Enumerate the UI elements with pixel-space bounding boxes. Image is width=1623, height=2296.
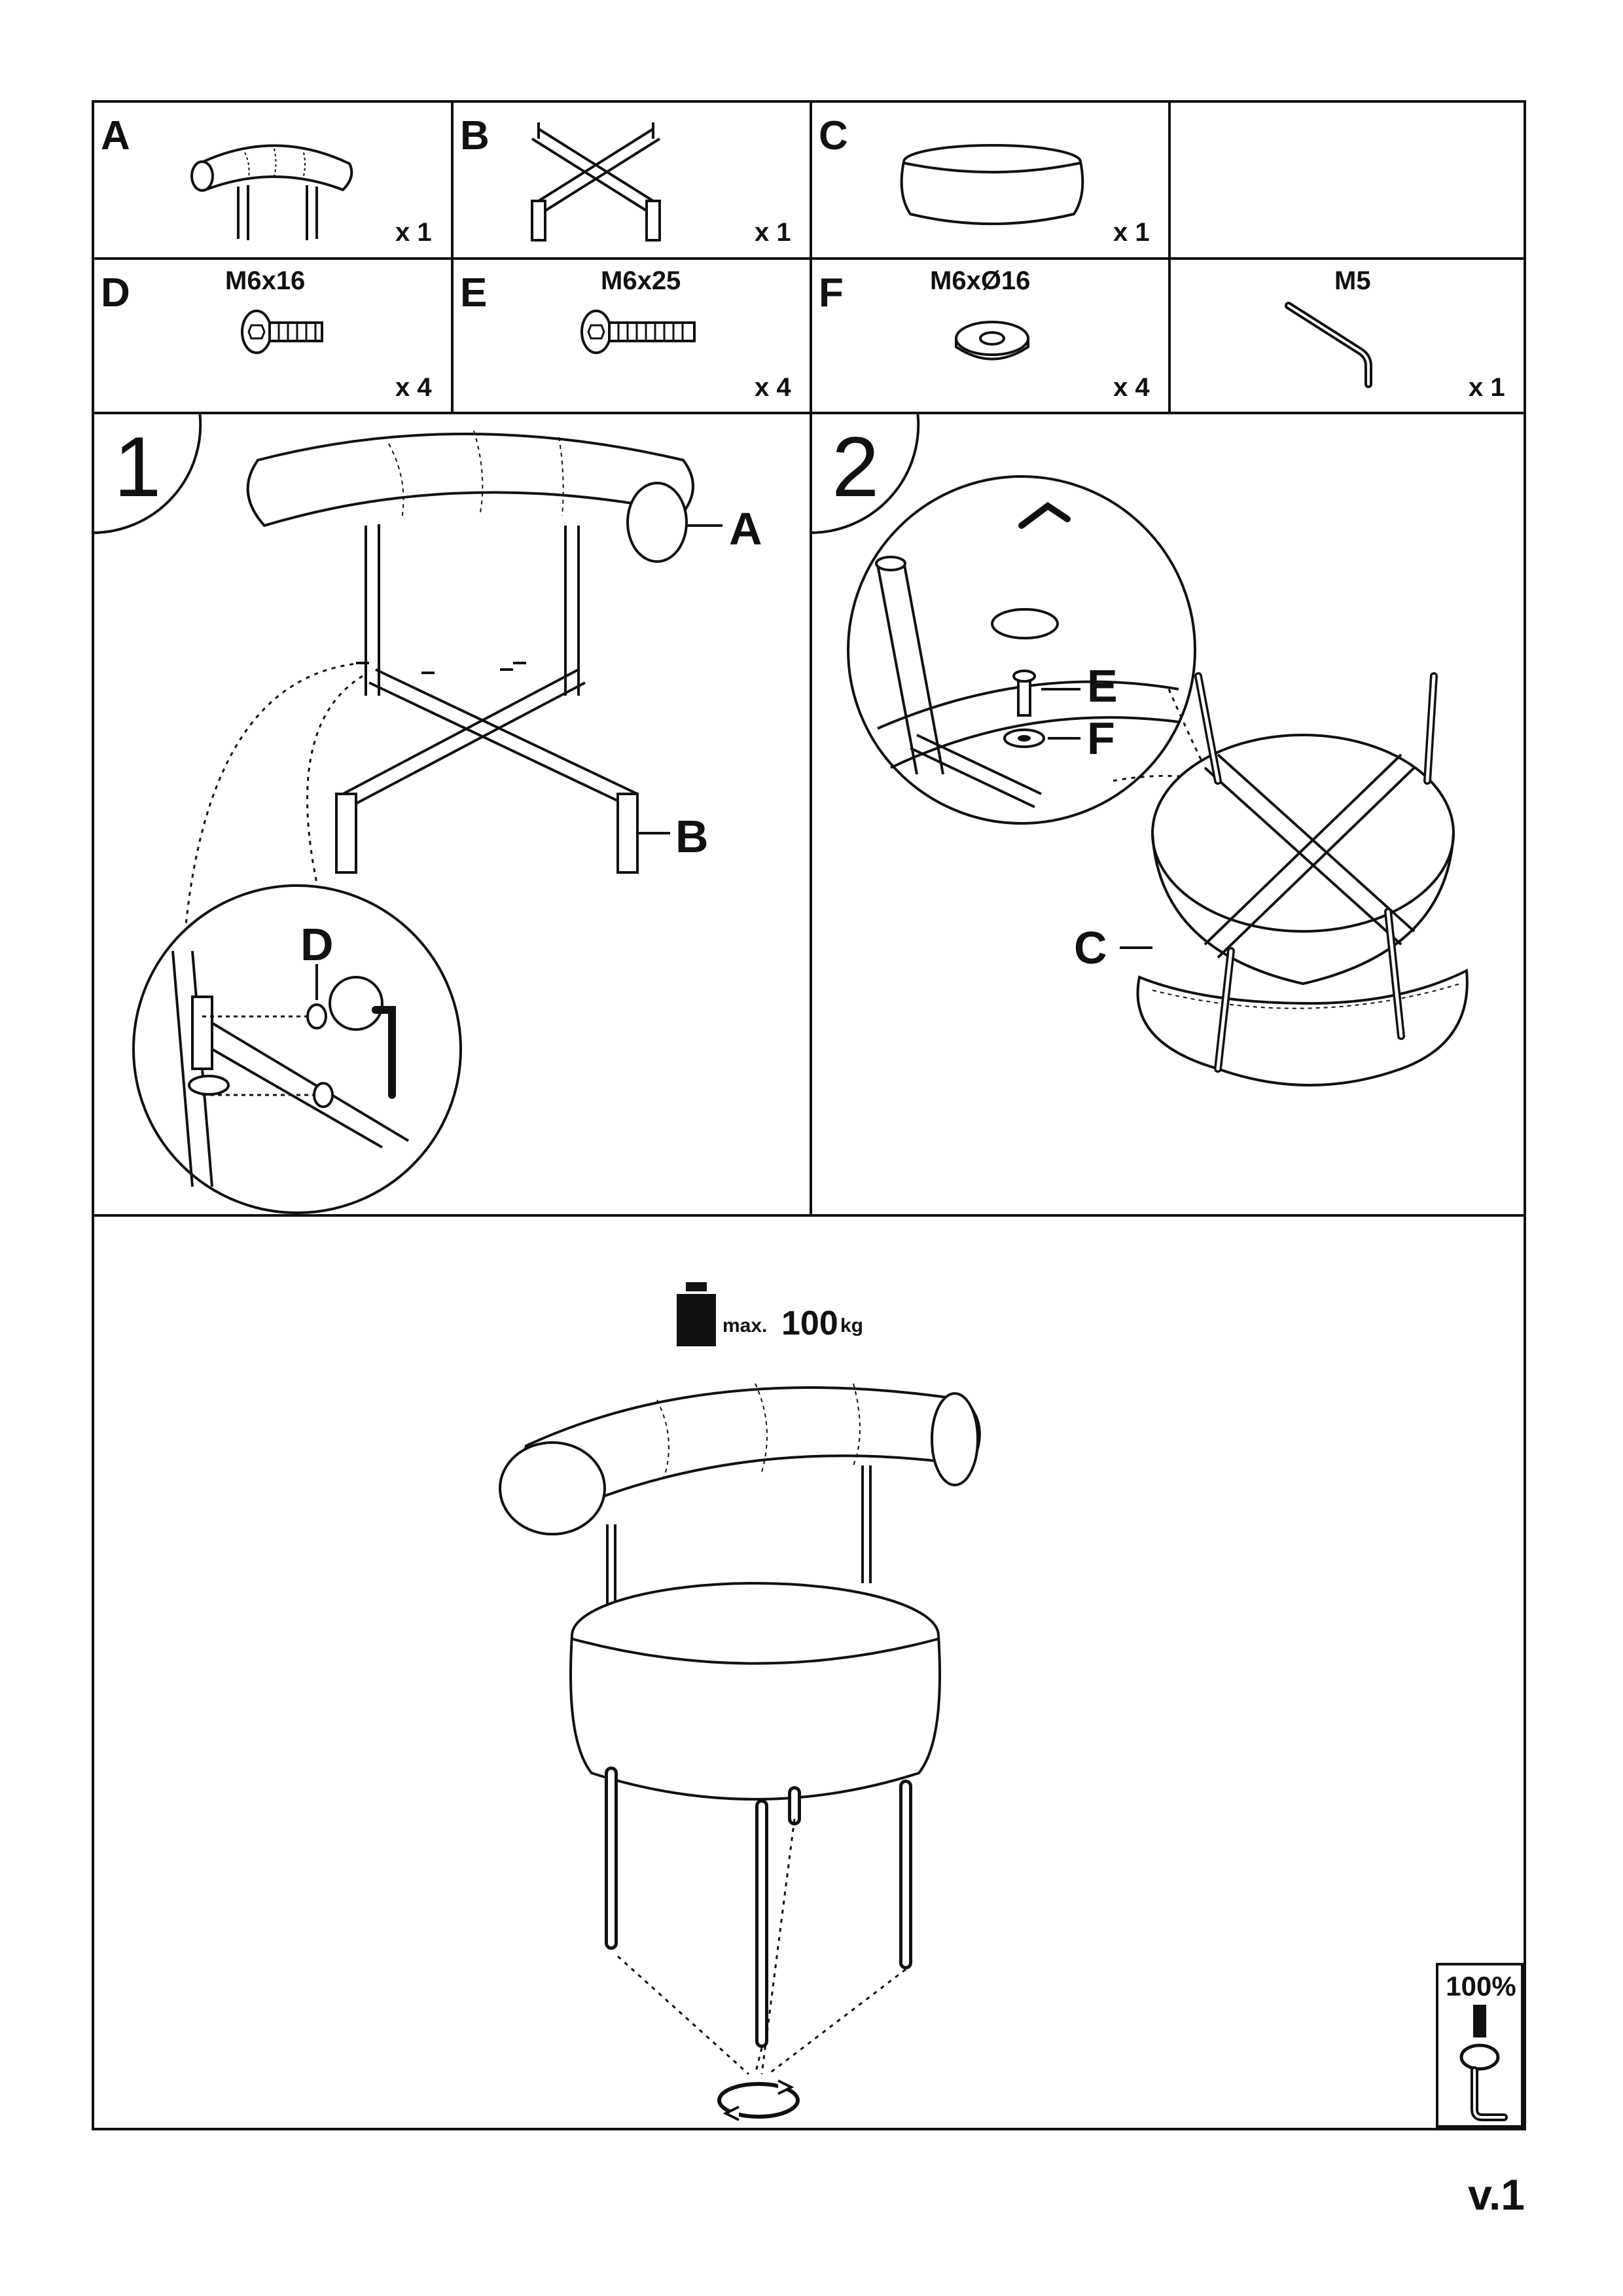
divider [94,1214,1524,1217]
divider [1168,103,1171,412]
part-cell-c: C x 1 [812,103,1168,257]
part-letter: A [101,113,130,158]
part-quantity: x 4 [395,373,432,402]
step-number: 1 [114,419,162,514]
part-size: M5 [1334,266,1371,295]
tighten-indicator: 100% [1436,1963,1524,2128]
bolt-icon [241,310,323,354]
part-letter: C [819,113,848,158]
step-2-panel: 2 E F [809,411,1524,1214]
divider [810,103,812,1215]
step-number-badge [91,411,202,535]
seat-attachment-illustration [847,475,1469,1086]
part-size: M6xØ16 [930,266,1031,295]
part-letter: B [460,113,490,158]
callout-label: C [1074,922,1107,973]
step-1-panel: 1 [91,411,810,1214]
load-prefix: max. [722,1315,768,1336]
bolt-icon [580,310,696,354]
part-letter: D [101,270,130,315]
part-cell-a: A x 1 [94,103,451,257]
part-size: M6x16 [225,266,306,295]
part-letter: E [460,270,488,315]
backrest-part-icon [190,144,353,240]
part-quantity: x 1 [395,218,432,247]
part-quantity: x 1 [1469,373,1505,402]
load-unit: kg [840,1315,864,1336]
allen-key-icon [1285,302,1372,388]
callout-label: E [1087,660,1118,711]
part-quantity: x 1 [1113,218,1150,247]
divider [94,257,1524,260]
version-label: v.1 [1468,2170,1525,2219]
washer-icon [955,321,1029,361]
callout-label: A [729,503,762,554]
part-cell-f: F M6xØ16 x 4 [812,260,1168,412]
assembled-chair-illustration [499,1383,981,2075]
part-size: M6x25 [601,266,681,295]
part-cell-b: B x 1 [454,103,810,257]
frame-part-icon [531,122,661,242]
tighten-label: 100% [1446,1971,1516,2001]
callout-label: D [300,919,334,970]
instruction-sheet-frame: A x 1 B x 1 C x 1 D M6x16 [91,100,1526,2130]
chair-backrest-with-frame-illustration [132,430,722,1214]
allen-key-icon [1459,2005,1508,2121]
part-quantity: x 4 [1113,373,1150,402]
load-value: 100 [781,1304,838,1342]
step-number-badge [809,411,920,535]
divider [451,103,454,412]
part-quantity: x 1 [755,218,791,247]
weight-icon [677,1282,716,1346]
part-cell-e: E M6x25 x 4 [454,260,810,412]
seat-part-icon [900,144,1084,225]
rotate-arrow-icon [717,2079,800,2121]
final-panel: max. 100 kg 100% [94,1217,1524,2128]
step-number: 2 [832,419,880,514]
callout-label: B [675,811,709,862]
part-cell-d: D M6x16 x 4 [94,260,451,412]
part-cell-allen-key: M5 x 1 [1171,260,1524,412]
part-letter: F [819,270,844,315]
part-quantity: x 4 [755,373,791,402]
divider [94,412,1524,414]
callout-label: F [1087,713,1115,764]
